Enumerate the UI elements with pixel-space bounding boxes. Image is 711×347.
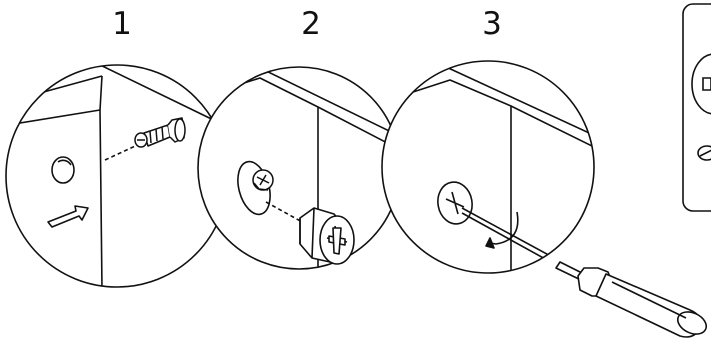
side-panel-frame: [682, 3, 711, 212]
screwdriver-icon: [555, 261, 708, 338]
step-number-2: 2: [301, 6, 321, 42]
step-number-1: 1: [112, 6, 132, 42]
cam-lock-head-icon: [437, 181, 473, 225]
cam-pin-head-icon: [252, 169, 274, 191]
dowel-hole-icon: [51, 156, 75, 184]
cam-lock-icon: [299, 207, 355, 265]
step-number-3: 3: [482, 6, 502, 42]
step-3-circle: [381, 60, 595, 274]
cam-lock-side-view-icon: [697, 145, 711, 161]
insert-arrow-icon: [47, 205, 89, 228]
cam-lock-top-view-icon: [691, 53, 711, 115]
cam-pin-icon: [134, 117, 186, 148]
step-1-circle: [5, 64, 229, 288]
step-1-detail: [5, 64, 229, 288]
side-panel: [682, 3, 711, 212]
step-3-detail: [381, 60, 708, 338]
